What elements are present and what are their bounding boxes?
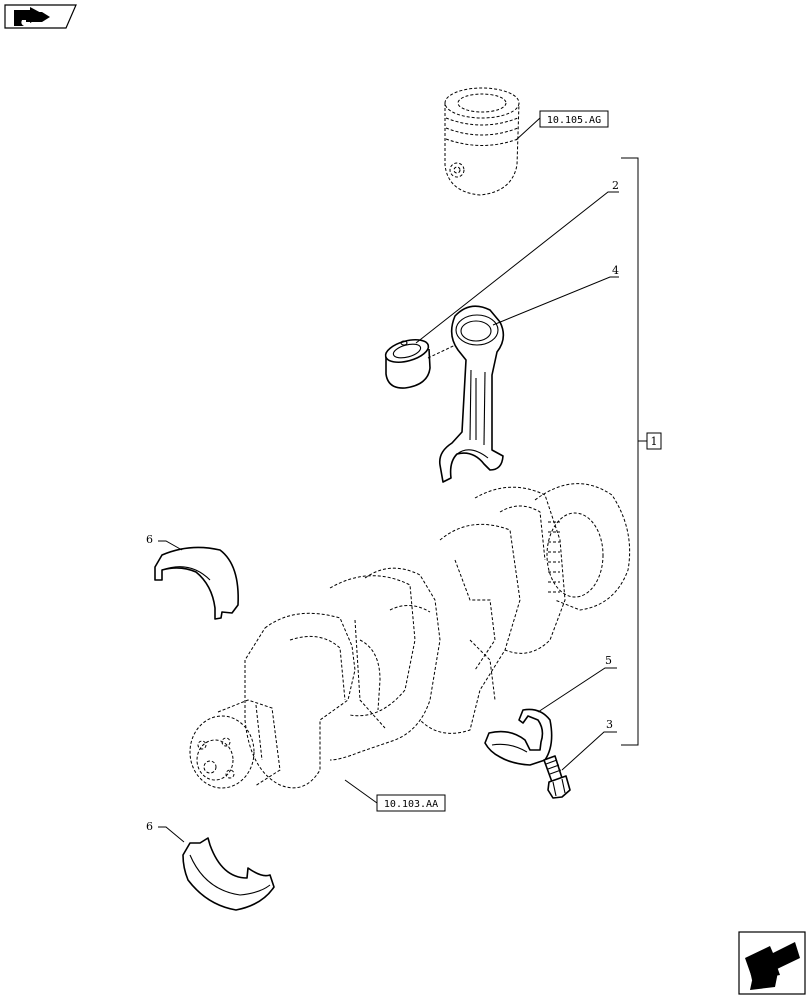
crankshaft-reference-text: 10.103.AA <box>384 799 438 810</box>
callout-6-lower: 6 <box>146 820 153 833</box>
previous-page-icon[interactable] <box>4 4 77 29</box>
leader-6-lower <box>158 826 185 843</box>
piston-reference-label[interactable]: 10.105.AG <box>539 110 609 128</box>
callout-4: 4 <box>612 264 619 277</box>
leader-6-upper <box>158 540 183 551</box>
leader-3 <box>561 731 617 771</box>
callout-5: 5 <box>605 654 612 667</box>
main-bearing-shell-lower[interactable] <box>182 837 275 911</box>
leader-5 <box>537 667 617 713</box>
callout-2: 2 <box>612 179 619 192</box>
piston-reference <box>444 87 541 196</box>
main-bearing-shell-upper[interactable] <box>154 546 239 620</box>
leader-4 <box>492 276 619 326</box>
group-callout-box[interactable]: 1 <box>646 432 662 450</box>
leader-crankshaft-ref <box>344 779 378 804</box>
con-rod-bearing-cap[interactable] <box>484 708 553 766</box>
piston-reference-text: 10.105.AG <box>547 115 601 126</box>
callout-6-upper: 6 <box>146 533 153 546</box>
connecting-rod[interactable] <box>438 305 505 483</box>
bushing-axis <box>427 337 471 359</box>
con-rod-bushing[interactable] <box>383 336 431 389</box>
crankshaft-reference <box>189 483 631 789</box>
leader-2 <box>415 191 619 344</box>
callout-3: 3 <box>606 718 613 731</box>
next-page-icon[interactable] <box>738 931 806 995</box>
crankshaft-reference-label[interactable]: 10.103.AA <box>376 794 446 812</box>
group-callout-text: 1 <box>651 435 658 448</box>
group-bracket <box>621 157 647 746</box>
con-rod-bolt[interactable] <box>543 755 571 799</box>
